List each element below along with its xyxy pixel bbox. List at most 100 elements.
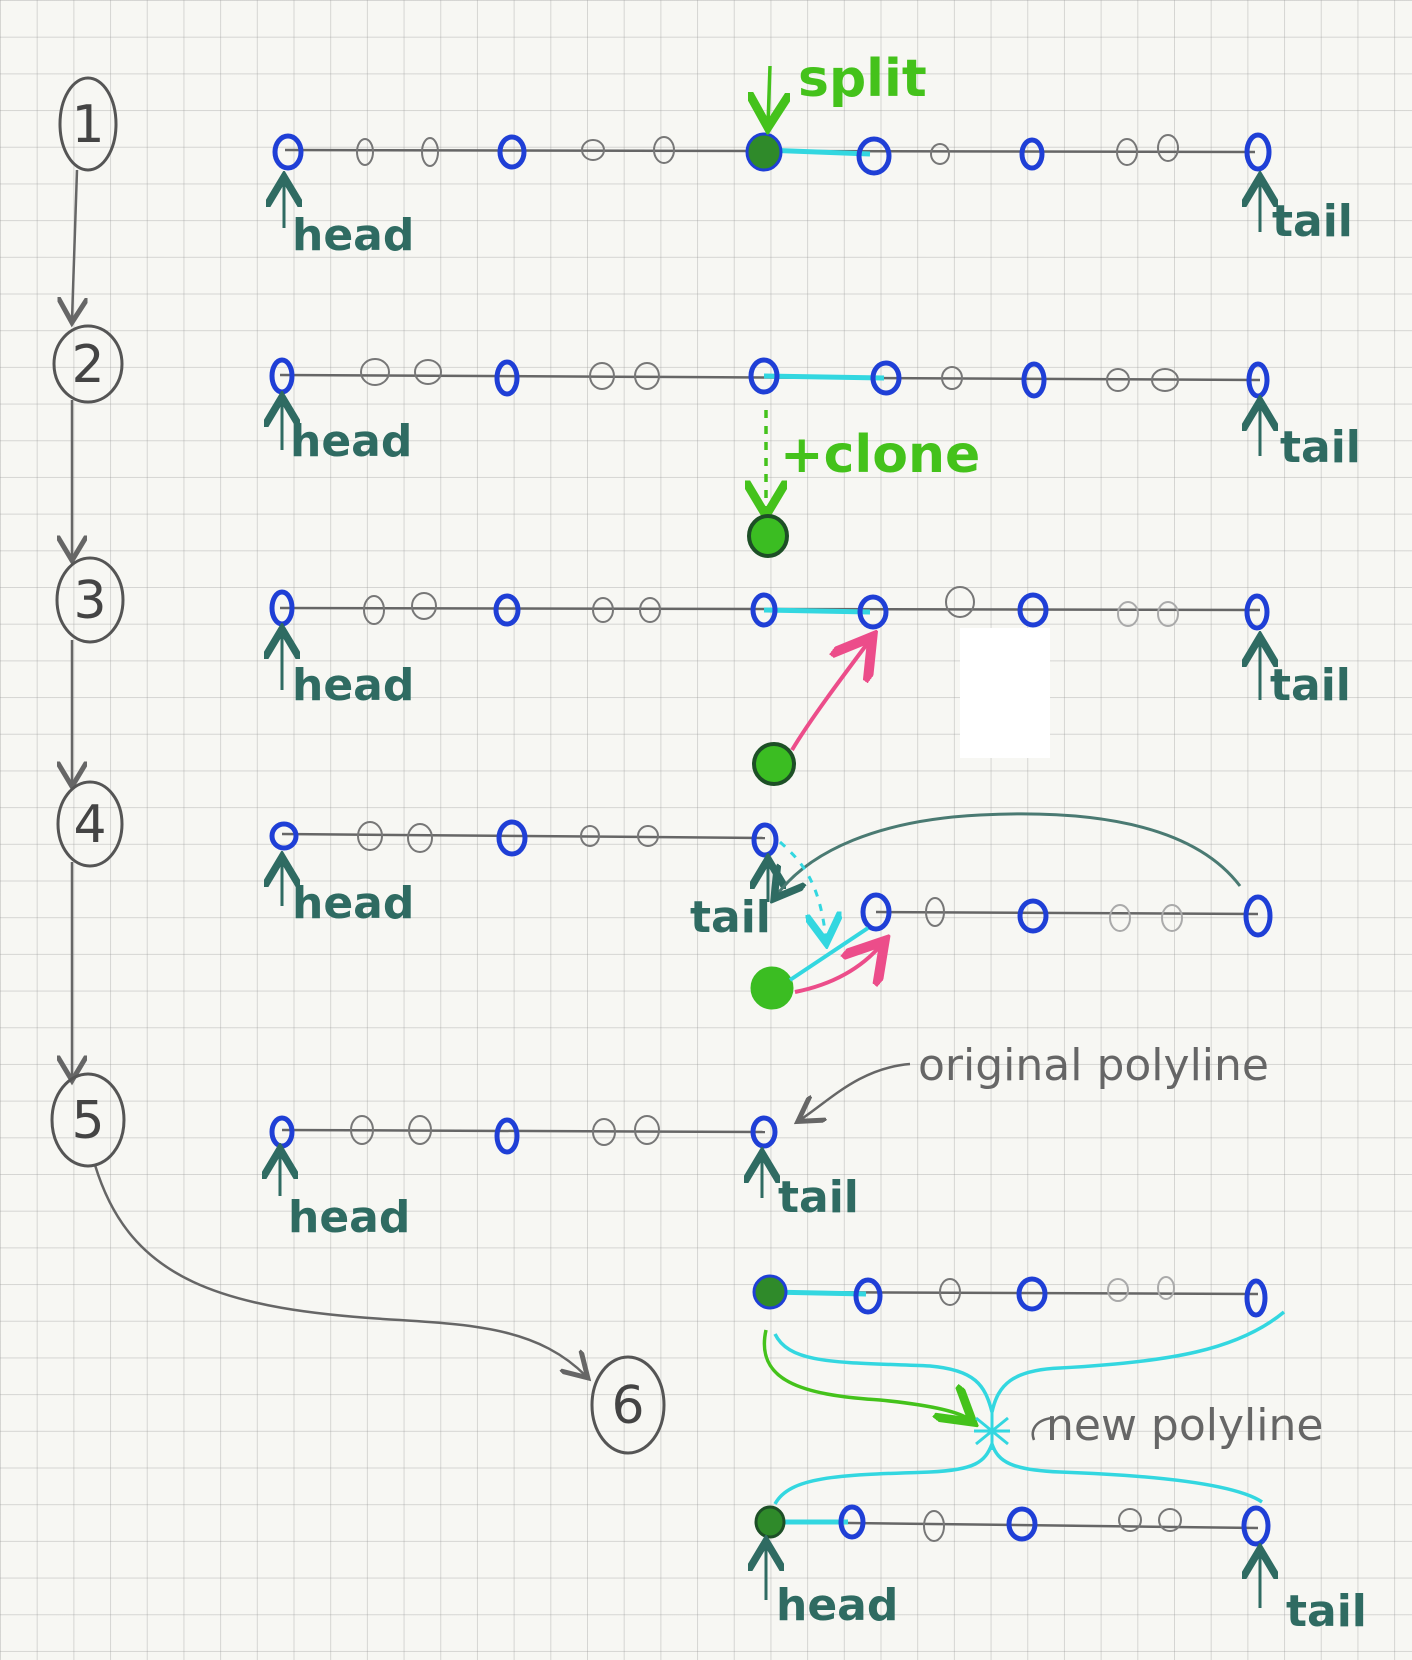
cut-link-arrow	[778, 840, 826, 940]
tail-reassign-arrow	[776, 812, 1242, 896]
flow-arrow-1-2	[72, 169, 77, 320]
point	[1151, 368, 1179, 392]
point	[581, 139, 605, 161]
vertex	[853, 1277, 883, 1315]
head-label: head	[292, 660, 414, 711]
head-label: head	[288, 1192, 410, 1243]
head-label: head	[776, 1580, 898, 1631]
point	[592, 597, 614, 623]
point	[634, 362, 660, 390]
vertex	[1244, 593, 1270, 631]
step-6-label: 6	[611, 1376, 644, 1436]
point	[589, 362, 615, 390]
vertex	[1243, 894, 1273, 938]
vertex	[838, 1504, 866, 1540]
cloned-vertex	[752, 742, 796, 786]
vertex	[1019, 137, 1045, 171]
vertex	[1244, 132, 1272, 172]
point	[1157, 601, 1179, 627]
cloned-vertex	[752, 1274, 788, 1310]
step-3-label: 3	[73, 571, 106, 631]
step-4-label: 4	[73, 795, 106, 855]
brace-bottom	[773, 1438, 1263, 1505]
step-6: 6	[590, 1355, 666, 1455]
step-flow: 1 2 3 4 5 6	[50, 76, 666, 1455]
head-label: head	[292, 878, 414, 929]
row-4-polyline: head tail	[269, 812, 1273, 1010]
vertex	[1241, 1505, 1271, 1547]
asterisk-mark	[974, 1412, 1010, 1450]
next-pointer-arrow	[794, 944, 882, 994]
tail-label: tail	[1272, 196, 1353, 247]
point	[407, 823, 433, 853]
split-arrow	[768, 65, 770, 124]
vertex	[860, 892, 892, 932]
vertex	[497, 134, 527, 170]
row-1-polyline: head tail split	[275, 49, 1353, 261]
step-2-label: 2	[71, 335, 104, 395]
vertex	[493, 593, 521, 627]
vertex	[1006, 1506, 1038, 1542]
new-polyline-label: new polyline	[1046, 1400, 1323, 1451]
split-vertex	[750, 592, 778, 628]
point	[421, 137, 439, 167]
new-polyline-pointer	[1031, 1416, 1053, 1441]
point	[1118, 1508, 1142, 1532]
point	[411, 592, 437, 620]
tail-label: tail	[778, 1172, 859, 1223]
split-label: split	[798, 49, 927, 109]
head-label: head	[292, 210, 414, 261]
point	[634, 1115, 660, 1145]
split-vertex	[748, 357, 780, 395]
point	[1157, 134, 1179, 162]
vertex	[856, 136, 892, 176]
original-polyline-label: original polyline	[918, 1040, 1269, 1091]
tail-label: tail	[1270, 660, 1351, 711]
point	[414, 359, 442, 385]
tail-label: tail	[1286, 1586, 1367, 1637]
split-vertex	[745, 132, 783, 172]
point	[637, 825, 659, 847]
point	[653, 136, 675, 164]
vertex	[1017, 898, 1049, 934]
point	[639, 597, 661, 623]
vertex	[494, 359, 520, 397]
brace-top	[773, 1310, 1286, 1413]
step-3: 3	[55, 556, 125, 644]
tail-label: tail	[1280, 422, 1361, 473]
flow-arrow-5-6	[93, 1164, 586, 1376]
vertex	[750, 1115, 778, 1149]
split-segment	[763, 373, 885, 381]
cloned-vertex	[750, 966, 794, 1010]
eraser-patch	[960, 628, 1050, 758]
point	[1116, 138, 1138, 166]
vertex	[269, 1115, 295, 1149]
original-polyline-pointer	[800, 1062, 911, 1120]
vertex	[496, 819, 528, 857]
step-2: 2	[52, 324, 124, 404]
vertex	[272, 133, 304, 171]
vertex	[269, 821, 299, 851]
point	[1161, 904, 1183, 932]
row-5-polyline: head tail original polyline	[272, 1040, 1269, 1243]
point	[1158, 1508, 1182, 1532]
point	[941, 366, 963, 390]
point	[939, 1278, 961, 1306]
cloned-vertex	[754, 1505, 786, 1539]
point	[1106, 368, 1130, 392]
vertex	[1017, 592, 1049, 628]
point	[925, 897, 945, 927]
vertex	[1021, 361, 1047, 399]
point	[1117, 601, 1139, 627]
step-1: 1	[58, 76, 118, 172]
row-2-polyline: head tail +clone	[272, 357, 1361, 558]
vertex	[1016, 1276, 1048, 1312]
head-label: head	[290, 416, 412, 467]
step-1-label: 1	[71, 95, 104, 155]
split-segment	[763, 607, 871, 615]
point	[357, 821, 383, 851]
point	[945, 586, 975, 618]
vertex	[494, 1117, 520, 1155]
point	[350, 1115, 374, 1145]
